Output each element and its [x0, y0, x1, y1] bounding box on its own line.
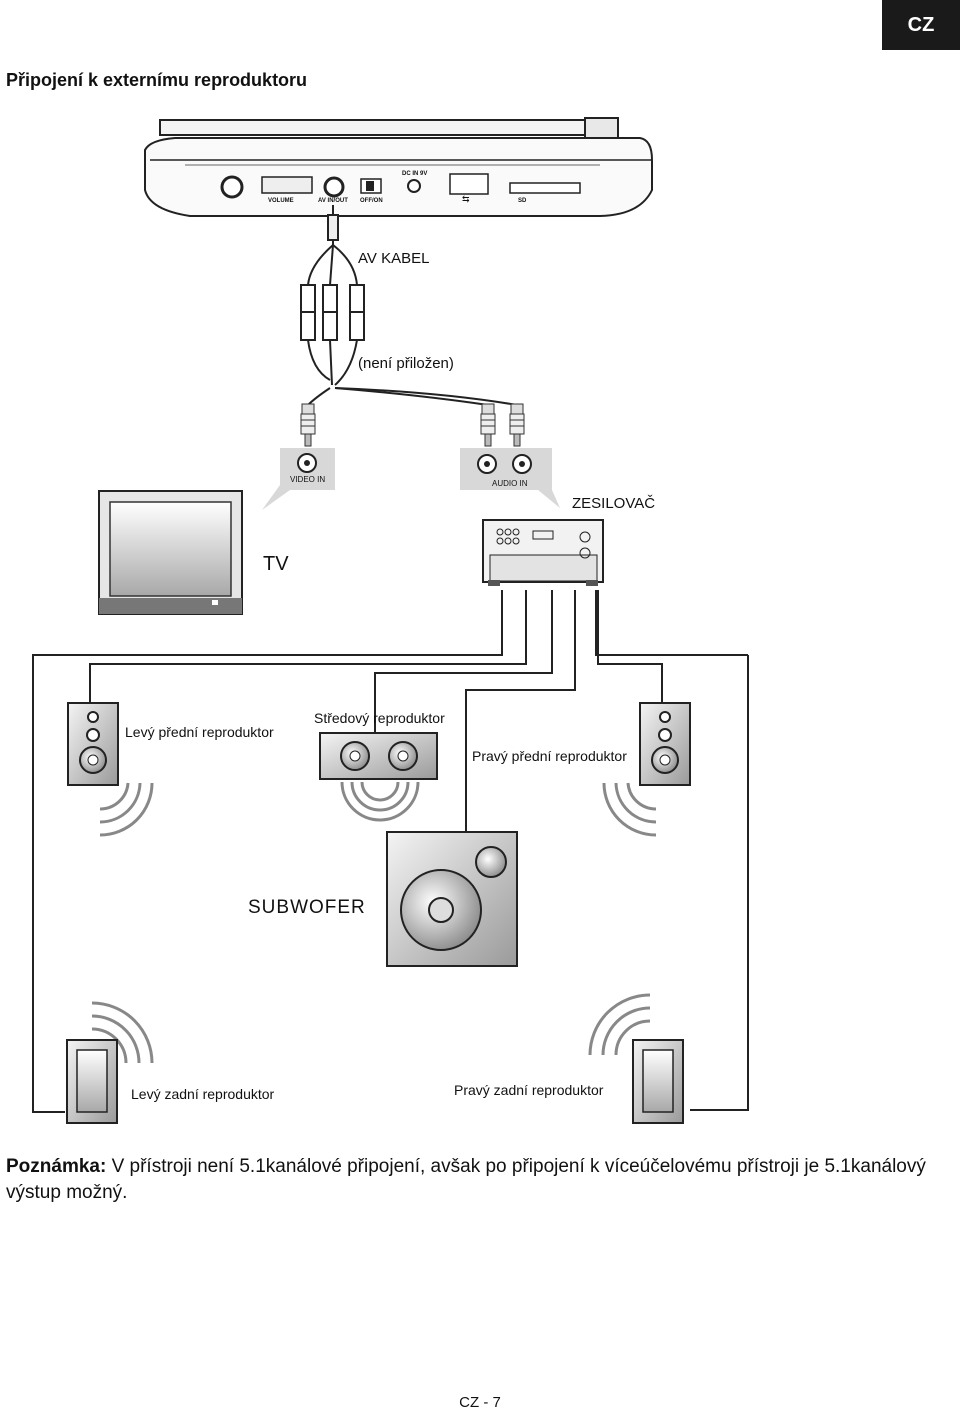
cable-note-label: (není přiložen)	[358, 355, 454, 372]
rear-left-label: Levý zadní reproduktor	[131, 1086, 275, 1102]
center-speaker	[319, 732, 438, 822]
connection-diagram: VOLUME AV IN/OUT OFF/ON DC IN 9V ⇆ SD AV…	[32, 117, 749, 1124]
note-prefix: Poznámka:	[6, 1156, 107, 1177]
amplifier-illustration	[482, 519, 604, 586]
front-right-speaker	[602, 702, 691, 837]
rear-left-speaker	[66, 1001, 154, 1124]
audio-plug-left	[480, 403, 496, 447]
front-left-speaker	[67, 702, 154, 837]
av-in-out-jack-icon	[323, 176, 345, 198]
audio-in-label: AUDIO IN	[492, 479, 528, 488]
language-badge: CZ	[882, 0, 960, 50]
front-right-label: Pravý přední reproduktor	[472, 748, 627, 764]
av-in-out-label: AV IN/OUT	[318, 198, 348, 204]
headphone-jack-icon	[220, 175, 244, 199]
center-label: Středový reproduktor	[314, 710, 445, 726]
video-in-label: VIDEO IN	[290, 475, 325, 484]
rear-right-label: Pravý zadní reproduktor	[454, 1082, 604, 1098]
tv-label: TV	[263, 553, 289, 575]
amplifier-label: ZESILOVAČ	[572, 495, 655, 512]
dc-in-label: DC IN 9V	[402, 171, 427, 177]
dc-in-jack-icon	[407, 179, 421, 193]
volume-slider	[261, 176, 313, 194]
audio-plug-right	[509, 403, 525, 447]
page-title: Připojení k externímu reproduktoru	[6, 70, 308, 90]
audio-in-panel: AUDIO IN	[460, 448, 560, 508]
note-text: V přístroji není 5.1kanálové připojení, …	[6, 1156, 926, 1203]
page-number: CZ - 7	[459, 1394, 501, 1411]
usb-port-icon	[449, 173, 489, 195]
speaker-wiring	[32, 590, 749, 1113]
note-paragraph: Poznámka: V přístroji není 5.1kanálové p…	[6, 1154, 946, 1206]
subwoofer-illustration	[386, 831, 518, 967]
subwoofer-label: SUBWOFER	[248, 897, 366, 918]
rear-right-speaker	[588, 993, 684, 1124]
av-cable	[300, 205, 518, 406]
svg-text:⇆: ⇆	[462, 194, 470, 204]
dvd-player-panel: VOLUME AV IN/OUT OFF/ON DC IN 9V ⇆ SD	[144, 117, 653, 217]
svg-text:SD: SD	[518, 198, 527, 204]
sd-card-slot-icon	[509, 182, 581, 194]
front-left-label: Levý přední reproduktor	[125, 724, 274, 740]
video-in-panel: VIDEO IN	[262, 448, 335, 510]
volume-label: VOLUME	[268, 198, 294, 204]
video-plug	[300, 403, 316, 447]
power-label: OFF/ON	[360, 198, 383, 204]
tv-illustration	[98, 490, 243, 615]
av-cable-label: AV KABEL	[358, 250, 429, 267]
